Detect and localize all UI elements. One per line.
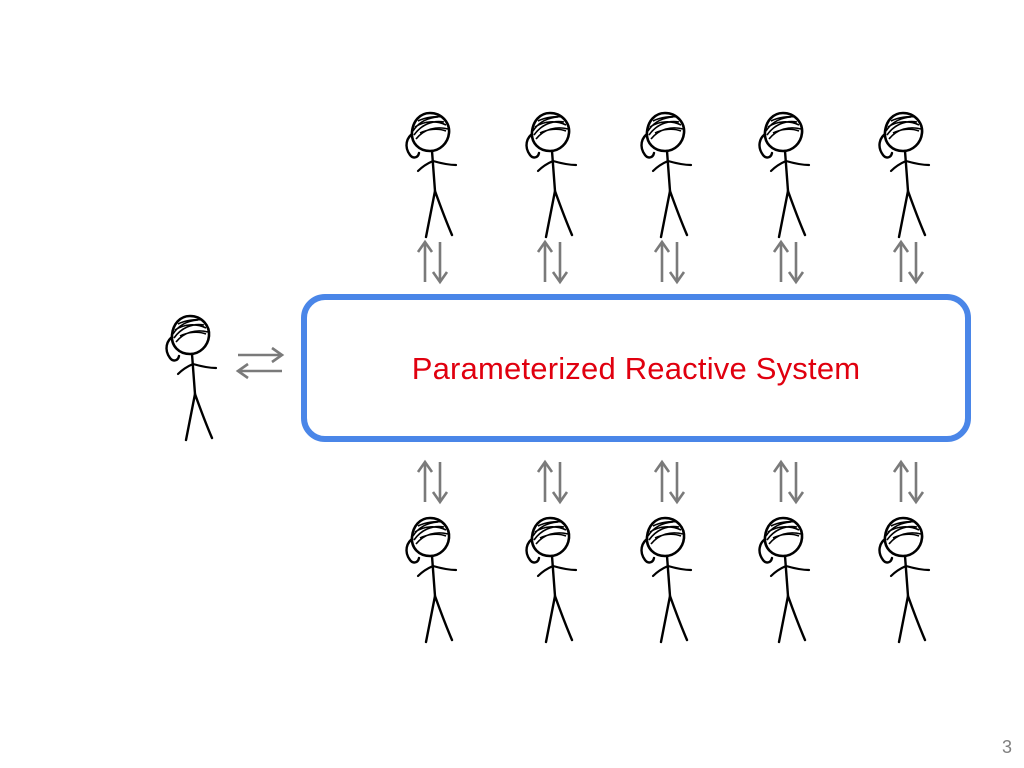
reactive-system-box: Parameterized Reactive System <box>301 294 971 442</box>
stick-figure-icon <box>878 111 931 239</box>
up-down-arrows-icon <box>653 240 686 284</box>
up-down-arrows-icon <box>772 460 805 504</box>
up-down-arrows-icon <box>416 240 449 284</box>
up-down-arrows-icon <box>416 460 449 504</box>
left-right-arrows-icon <box>236 346 284 380</box>
up-down-arrows-icon <box>653 460 686 504</box>
up-down-arrows-icon <box>892 240 925 284</box>
stick-figure-icon <box>758 516 811 644</box>
stick-figure-icon <box>165 314 218 442</box>
up-down-arrows-icon <box>536 240 569 284</box>
stick-figure-icon <box>640 111 693 239</box>
stick-figure-icon <box>640 516 693 644</box>
up-down-arrows-icon <box>772 240 805 284</box>
stick-figure-icon <box>878 516 931 644</box>
stick-figure-icon <box>405 516 458 644</box>
system-label: Parameterized Reactive System <box>411 351 861 386</box>
stick-figure-icon <box>525 516 578 644</box>
stick-figure-icon <box>525 111 578 239</box>
up-down-arrows-icon <box>536 460 569 504</box>
slide-number: 3 <box>1001 737 1012 757</box>
stick-figure-icon <box>405 111 458 239</box>
up-down-arrows-icon <box>892 460 925 504</box>
stick-figure-icon <box>758 111 811 239</box>
